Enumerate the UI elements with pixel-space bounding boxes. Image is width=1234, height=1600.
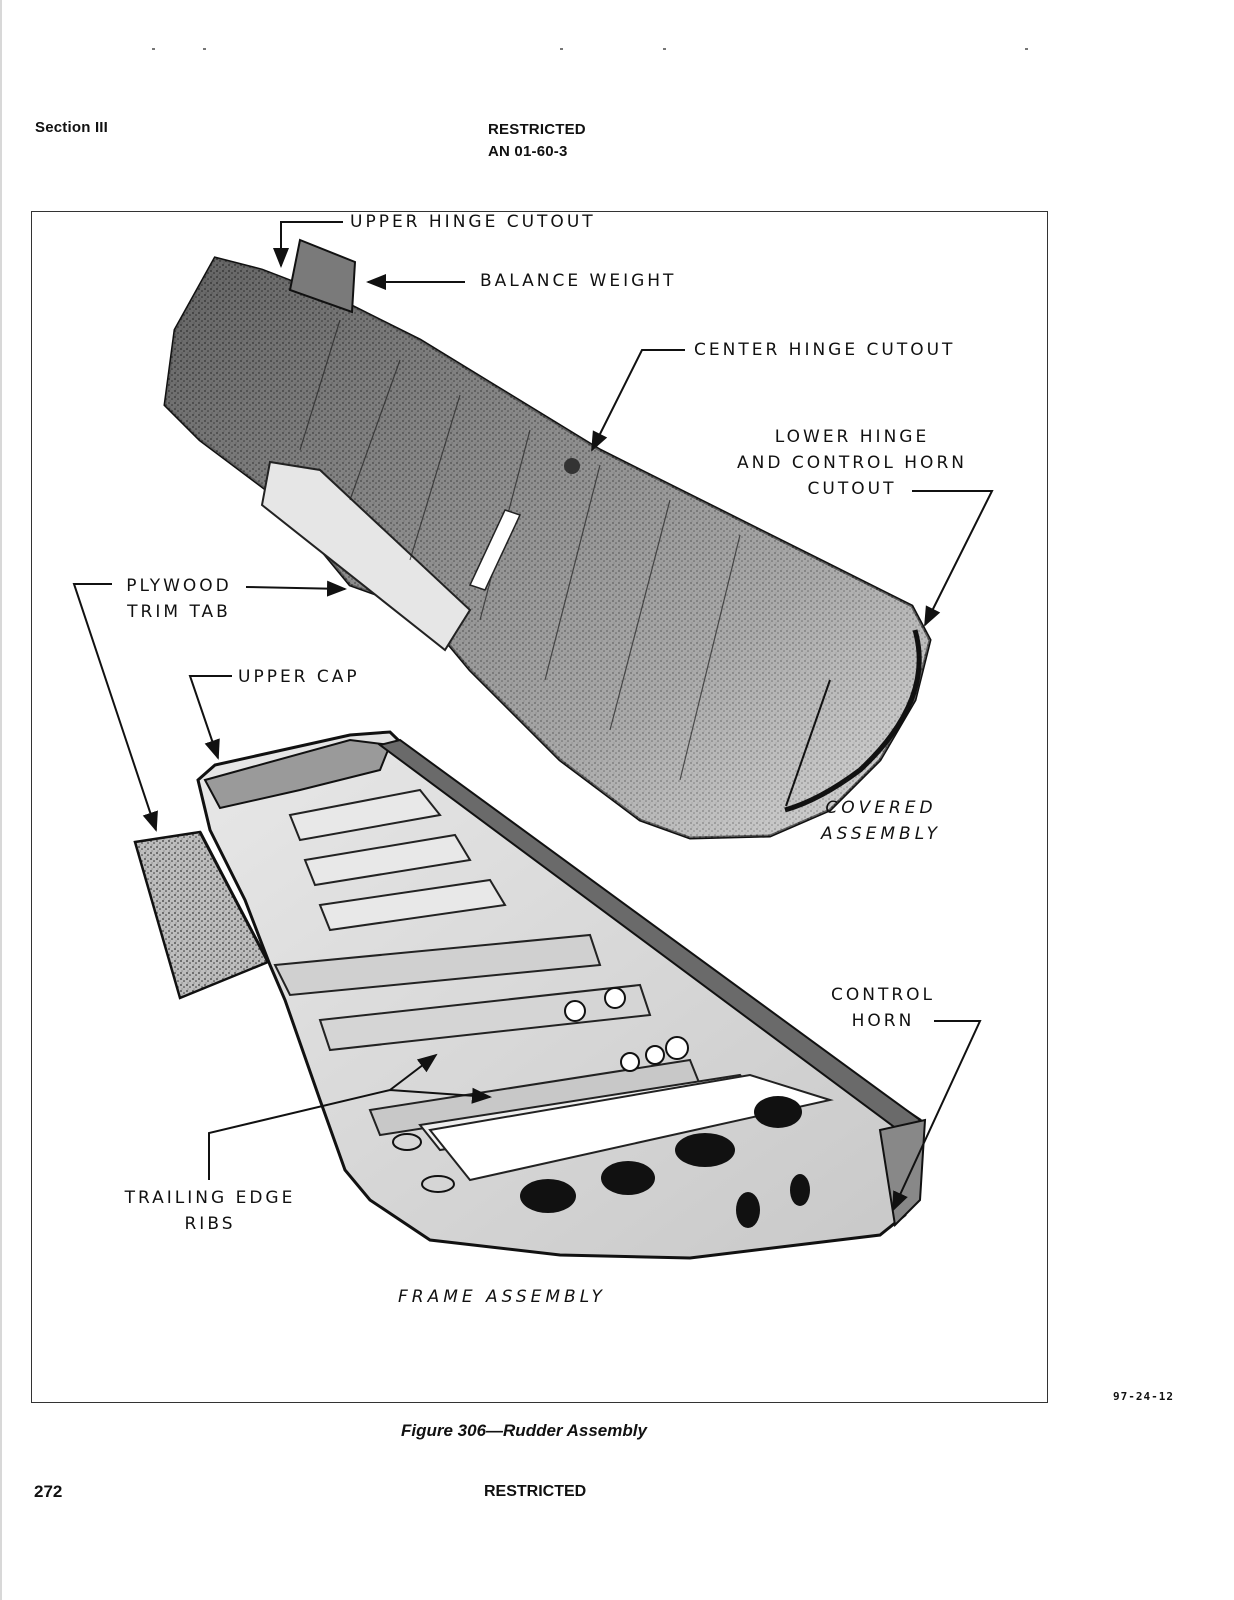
label-line: CUTOUT [807, 479, 897, 499]
label-covered-assembly: COVERED ASSEMBLY [806, 795, 956, 847]
label-line: PLYWOOD [126, 576, 232, 596]
label-balance-weight: BALANCE WEIGHT [480, 271, 677, 291]
label-plywood-trim-tab: PLYWOOD TRIM TAB [114, 573, 244, 625]
label-line: CONTROL [830, 985, 936, 1005]
label-center-hinge-cutout: CENTER HINGE CUTOUT [694, 340, 956, 360]
label-line: AND CONTROL HORN [737, 453, 967, 473]
page-number: 272 [34, 1482, 63, 1501]
classification-header: RESTRICTED [488, 121, 586, 138]
label-upper-hinge-cutout: UPPER HINGE CUTOUT [350, 212, 596, 232]
document-number: AN 01-60-3 [488, 143, 568, 160]
scan-speck [663, 48, 666, 50]
label-line: TRIM TAB [127, 602, 231, 622]
scan-speck [152, 48, 155, 50]
figure-id: 97-24-12 [1113, 1390, 1174, 1403]
figure-frame [31, 211, 1048, 1403]
section-label: Section III [35, 119, 109, 136]
frame-assembly [133, 730, 927, 1260]
label-lower-hinge-cutout: LOWER HINGE AND CONTROL HORN CUTOUT [732, 424, 972, 502]
classification-footer: RESTRICTED [484, 1483, 587, 1500]
covered-assembly [163, 238, 932, 840]
label-trailing-edge-ribs: TRAILING EDGE RIBS [112, 1185, 308, 1237]
scan-speck [560, 48, 563, 50]
label-frame-assembly: FRAME ASSEMBLY [398, 1287, 606, 1307]
figure-caption: Figure 306—Rudder Assembly [401, 1421, 647, 1440]
leader-lines [72, 221, 994, 1212]
label-line: COVERED [825, 798, 937, 818]
label-line: HORN [851, 1011, 915, 1031]
label-line: TRAILING EDGE [124, 1188, 296, 1208]
scan-edge [0, 0, 2, 1600]
label-line: ASSEMBLY [821, 824, 941, 844]
scan-speck [1025, 48, 1028, 50]
scan-speck [203, 48, 206, 50]
label-line: RIBS [184, 1214, 236, 1234]
page-header: RESTRICTED AN 01-60-3 [488, 119, 586, 163]
label-upper-cap: UPPER CAP [238, 667, 360, 687]
label-line: LOWER HINGE [774, 427, 930, 447]
label-control-horn: CONTROL HORN [818, 982, 948, 1034]
